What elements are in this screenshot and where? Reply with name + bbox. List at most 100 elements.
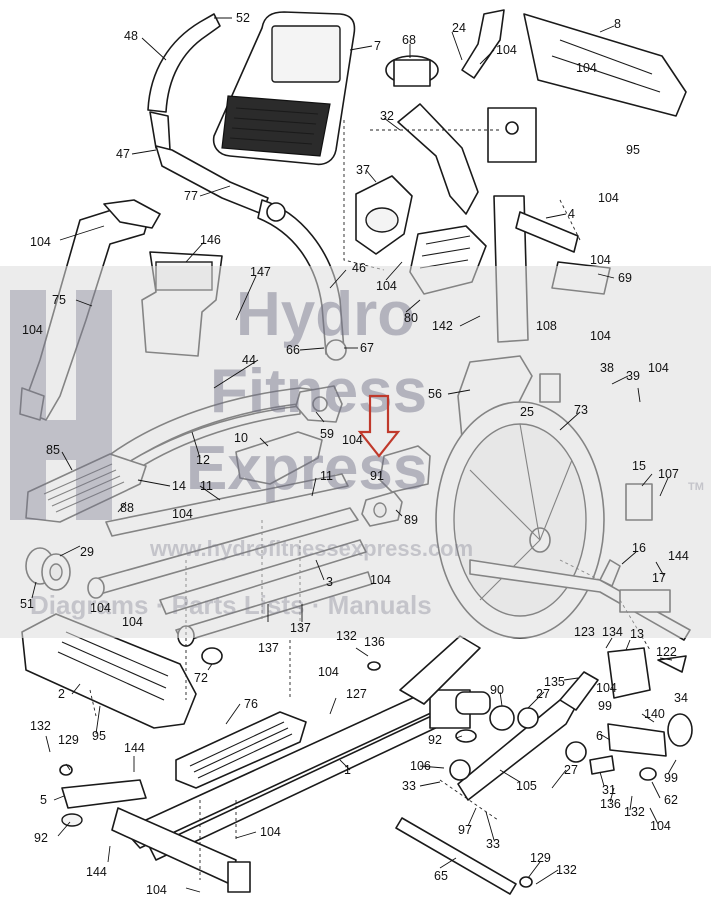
callout-68: 68 (402, 33, 416, 47)
callout-11-a: 11 (200, 479, 213, 493)
callout-66: 66 (286, 343, 300, 357)
callout-44: 44 (242, 353, 256, 367)
callout-56: 56 (428, 387, 442, 401)
callout-104-g: 104 (590, 329, 611, 343)
callout-104-f: 104 (590, 253, 611, 267)
callout-92-b: 92 (34, 831, 48, 845)
callout-11-b: 11 (320, 469, 333, 483)
callout-99-b: 99 (664, 771, 678, 785)
callout-132-c: 132 (624, 805, 645, 819)
callout-127: 127 (346, 687, 367, 701)
callout-104-r: 104 (650, 819, 671, 833)
callout-104-e: 104 (376, 279, 397, 293)
callout-76: 76 (244, 697, 258, 711)
callout-95-a: 95 (626, 143, 640, 157)
callout-77: 77 (184, 189, 198, 203)
callout-69: 69 (618, 271, 632, 285)
callout-59: 59 (320, 427, 334, 441)
callout-48: 48 (124, 29, 138, 43)
callout-104-d: 104 (30, 235, 51, 249)
callout-51: 51 (20, 597, 34, 611)
callout-137-b: 137 (258, 641, 279, 655)
callout-105: 105 (516, 779, 537, 793)
callout-33-b: 33 (486, 837, 500, 851)
callout-29: 29 (80, 545, 94, 559)
callout-17: 17 (652, 571, 666, 585)
callout-38: 38 (600, 361, 614, 375)
callout-24: 24 (452, 21, 466, 35)
callout-104-o: 104 (318, 665, 339, 679)
callout-labels: 52 48 47 77 7 68 24 104 8 104 95 104 32 … (20, 11, 689, 897)
callout-4: 4 (568, 207, 575, 221)
callout-104-p: 104 (596, 681, 617, 695)
callout-132-d: 132 (556, 863, 577, 877)
callout-104-c: 104 (598, 191, 619, 205)
callout-31: 31 (602, 783, 616, 797)
callout-132-b: 132 (30, 719, 51, 733)
callout-32: 32 (380, 109, 394, 123)
callout-104-j: 104 (342, 433, 363, 447)
callout-1: 1 (344, 763, 351, 777)
callout-129-b: 129 (530, 851, 551, 865)
callout-14: 14 (172, 479, 186, 493)
callout-144-c: 144 (86, 865, 107, 879)
callout-135: 135 (544, 675, 565, 689)
callout-144-a: 144 (668, 549, 689, 563)
callout-142: 142 (432, 319, 453, 333)
callout-72: 72 (194, 671, 208, 685)
callout-136-b: 136 (600, 797, 621, 811)
callout-47: 47 (116, 147, 130, 161)
callout-104-m: 104 (90, 601, 111, 615)
highlight-arrow-icon (357, 394, 401, 458)
callout-106: 106 (410, 759, 431, 773)
callout-39: 39 (626, 369, 640, 383)
callout-95-b: 95 (92, 729, 106, 743)
leader-lines (31, 17, 677, 893)
callout-146: 146 (200, 233, 221, 247)
callout-73: 73 (574, 403, 588, 417)
callout-123: 123 (574, 625, 595, 639)
callout-85: 85 (46, 443, 60, 457)
callout-104-b: 104 (576, 61, 597, 75)
watermark-tagline: Diagrams · Parts Lists · Manuals (30, 590, 432, 620)
watermark-band (0, 266, 711, 638)
callout-134: 134 (602, 625, 623, 639)
callout-8: 8 (614, 17, 621, 31)
brand-logo-icon (10, 290, 112, 520)
callout-147: 147 (250, 265, 271, 279)
callout-88: 88 (120, 501, 134, 515)
callout-144-b: 144 (124, 741, 145, 755)
callout-27-b: 27 (564, 763, 578, 777)
watermark-brand-line3: Express (186, 434, 427, 503)
watermark-mark: TM (688, 481, 704, 493)
callout-104-k: 104 (172, 507, 193, 521)
callout-6: 6 (596, 729, 603, 743)
callout-104-n: 104 (122, 615, 143, 629)
callout-67: 67 (360, 341, 374, 355)
callout-5: 5 (40, 793, 47, 807)
callout-129-a: 129 (58, 733, 79, 747)
callout-7: 7 (374, 39, 381, 53)
callout-104-a: 104 (496, 43, 517, 57)
callout-104-i: 104 (648, 361, 669, 375)
callout-33-a: 33 (402, 779, 416, 793)
callout-104-l: 104 (370, 573, 391, 587)
callout-97: 97 (458, 823, 472, 837)
watermark: Hydro Fitness Express TM www.hydrofitnes… (0, 266, 711, 638)
callout-104-h: 104 (22, 323, 43, 337)
callout-37: 37 (356, 163, 370, 177)
callout-104-s: 104 (146, 883, 167, 897)
callout-16: 16 (632, 541, 646, 555)
callout-46: 46 (352, 261, 366, 275)
callout-104-q: 104 (260, 825, 281, 839)
callout-107: 107 (658, 467, 679, 481)
callout-92-a: 92 (428, 733, 442, 747)
callout-13: 13 (630, 627, 644, 641)
watermark-brand-line1: Hydro (236, 280, 415, 349)
callout-62: 62 (664, 793, 678, 807)
callout-136-a: 136 (364, 635, 385, 649)
callout-122: 122 (656, 645, 677, 659)
callout-80: 80 (404, 311, 418, 325)
